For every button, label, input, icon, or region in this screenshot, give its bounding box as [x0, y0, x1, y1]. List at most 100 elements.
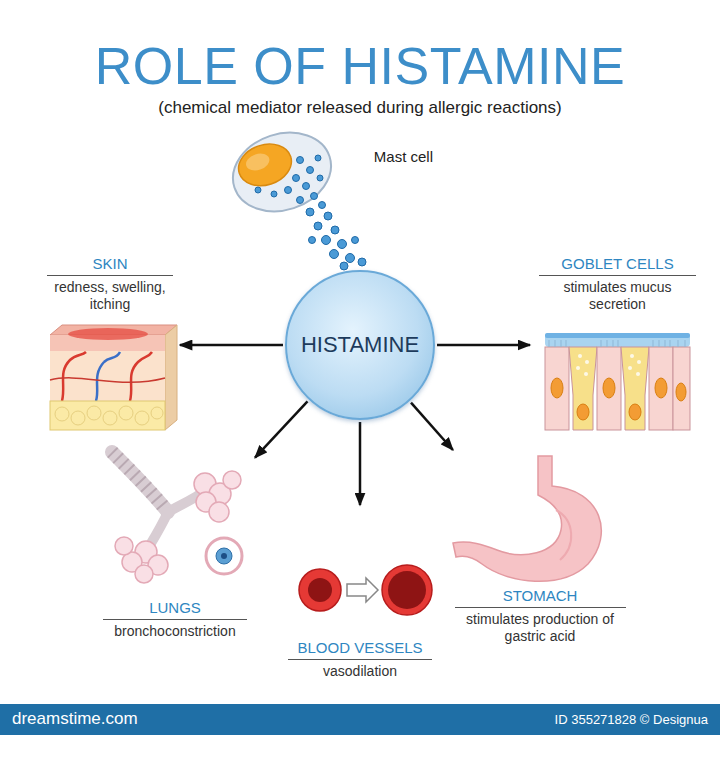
goblet-cells-picture [618, 340, 619, 347]
mast-cell-picture [314, 222, 322, 230]
goblet-cells-picture [555, 340, 556, 347]
goblet-cells-picture [577, 404, 589, 420]
goblet-cells-picture [649, 347, 673, 430]
lungs-picture [216, 548, 232, 564]
mast-cell-picture [358, 258, 366, 266]
blood-vessels-picture [382, 565, 432, 615]
lungs-picture [112, 452, 168, 512]
mast-cell-node: Mast cell [225, 128, 455, 223]
goblet-cells-picture [628, 366, 632, 370]
lungs-picture [135, 565, 153, 583]
skin-picture [130, 352, 152, 401]
circle-label: HISTAMINE [301, 332, 419, 358]
lungs-picture [223, 471, 241, 489]
mast-cell-picture [303, 183, 310, 190]
goblet-cells-picture [653, 340, 654, 347]
mast-cell-picture [319, 202, 326, 209]
skin-picture [87, 406, 101, 420]
organ-panel: LUNGSbronchoconstriction [95, 445, 255, 642]
watermark: dreamstime.com [12, 709, 312, 729]
blood-vessels-picture [308, 578, 332, 602]
mast-cell-picture [255, 187, 261, 193]
goblet-cells-picture [665, 340, 666, 347]
stomach-picture [453, 456, 601, 581]
organ-panel: BLOOD VESSELSvasodilation [280, 505, 440, 682]
organ-heading: GOBLET CELLS [539, 255, 697, 276]
skin-picture [55, 406, 163, 425]
mast-cell-picture [255, 155, 366, 270]
goblet-cells-picture [561, 340, 562, 347]
mast-cell-picture [338, 240, 347, 249]
effect-text: vasodilation [319, 660, 401, 680]
goblet-cells-picture [569, 347, 597, 430]
mast-cell-picture [340, 262, 348, 270]
skin-picture [55, 407, 69, 421]
lungs-picture [115, 537, 133, 555]
mast-cell-picture [297, 157, 304, 164]
mast-cell-picture [271, 191, 277, 197]
mast-cell-picture [352, 237, 359, 244]
lungs-picture [206, 538, 242, 574]
goblet-cells-picture [655, 378, 667, 398]
mast-cell-picture [330, 250, 339, 259]
arrow-connector [359, 422, 362, 505]
skin-picture [151, 407, 163, 419]
goblet-cells-picture [549, 340, 550, 347]
goblet-cells-picture [584, 372, 588, 376]
lungs-picture [115, 471, 241, 583]
goblet-cells-picture [576, 366, 580, 370]
lungs-picture [221, 553, 227, 559]
organ-heading: LUNGS [103, 599, 247, 620]
organ-heading: SKIN [47, 255, 173, 276]
goblet-cells-picture [585, 360, 589, 364]
cell-label: Mast cell [374, 148, 433, 165]
goblet-cells-picture [636, 372, 640, 376]
mast-cell-picture [293, 175, 300, 182]
skin-picture [119, 406, 133, 420]
blood-vessels-picture [299, 569, 341, 611]
goblet-cells-picture [545, 333, 690, 430]
goblet-cells-picture [629, 404, 641, 420]
goblet-cells-picture [637, 360, 641, 364]
goblet-cells-picture [551, 378, 686, 420]
title: ROLE OF HISTAMINE [0, 38, 720, 95]
mast-cell-picture [306, 208, 314, 216]
skin-picture [62, 352, 86, 401]
lungs-picture [150, 512, 168, 545]
lungs-picture [112, 452, 168, 512]
goblet-cells-picture [545, 347, 569, 430]
lungs-picture [168, 494, 200, 512]
mast-cell-picture [309, 237, 316, 244]
goblet-cells-picture [659, 340, 660, 347]
footer-bar [0, 704, 720, 735]
goblet-cells-picture [603, 378, 615, 398]
skin-picture [135, 411, 149, 425]
goblet-cells-picture [601, 340, 602, 347]
skin-picture [50, 325, 177, 430]
arrow-connector [411, 403, 453, 450]
mast-cell-picture [331, 226, 339, 234]
skin-picture [68, 328, 148, 340]
goblet-cells-picture [607, 340, 608, 347]
goblet-cells-picture [545, 333, 690, 347]
mast-cell-picture [315, 155, 321, 161]
histamine-circle: HISTAMINE [285, 270, 435, 420]
arrow-connector [437, 344, 530, 347]
effect-text: stimulates mucus secretion [530, 276, 705, 313]
skin-picture [71, 411, 85, 425]
effect-text: bronchoconstriction [110, 620, 239, 640]
mast-cell-picture [223, 120, 366, 270]
blood-vessels-picture [388, 571, 426, 609]
goblet-cells-picture [576, 354, 641, 376]
organ-panel: STOMACHstimulates production of gastric … [445, 450, 635, 647]
goblet-cells-picture [578, 354, 582, 358]
goblet-cells-picture [673, 347, 690, 430]
mast-cell-picture [317, 175, 323, 181]
organ-panel: SKINredness, swelling, itching [40, 255, 180, 435]
skin-picture [96, 352, 120, 401]
effect-text: stimulates production of gastric acid [445, 608, 635, 645]
goblet-cells-picture [670, 340, 671, 347]
organ-heading: BLOOD VESSELS [288, 639, 432, 660]
goblet-cells-picture [630, 354, 634, 358]
